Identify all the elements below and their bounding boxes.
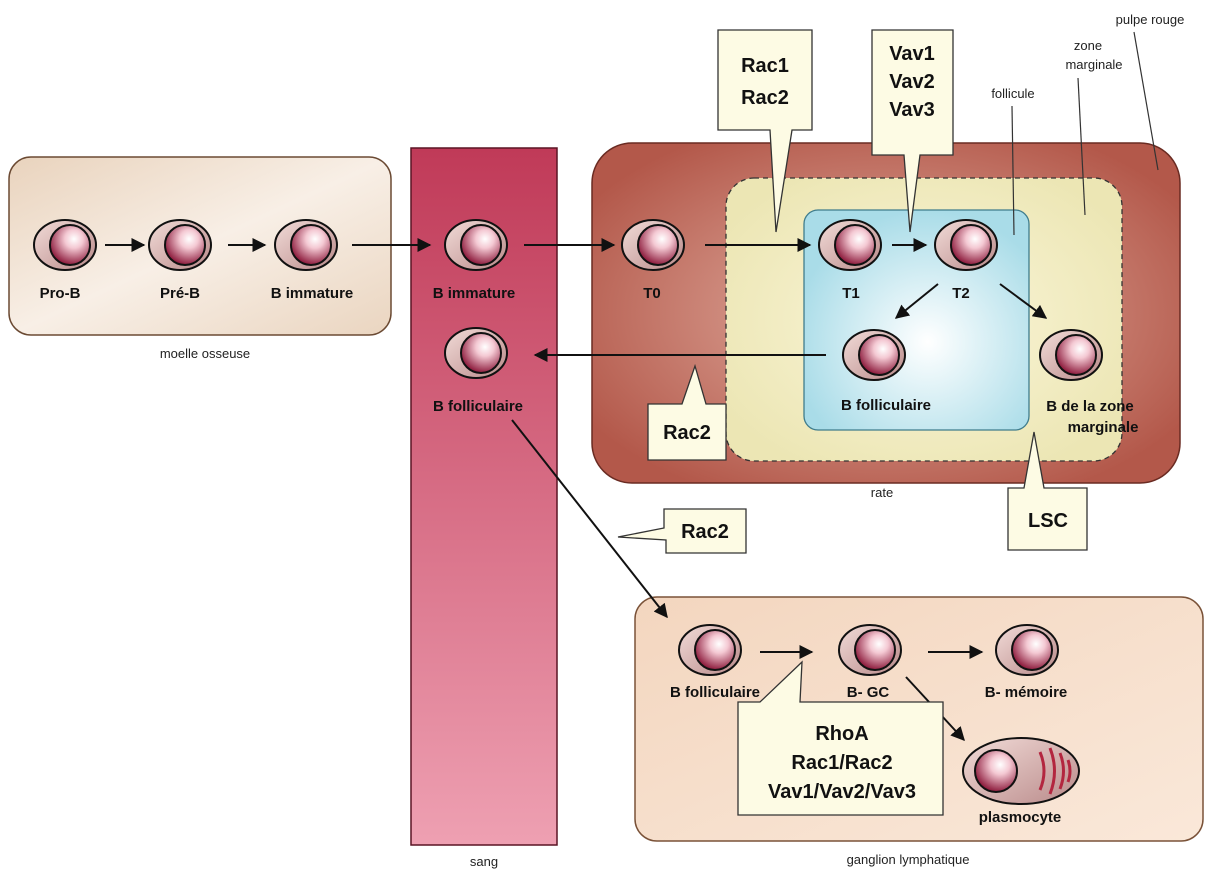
label-plasmocyte: plasmocyte: [979, 809, 1062, 826]
bone-marrow-label: moelle osseuse: [160, 346, 250, 361]
cell-b-immature-marrow: [274, 219, 338, 271]
cell-t1: [818, 219, 882, 271]
spleen-label: rate: [871, 485, 893, 500]
cell-pre-b: [148, 219, 212, 271]
cell-plasmocyte: [962, 737, 1080, 805]
arrows: [105, 238, 1048, 742]
svg-text:Rac2: Rac2: [681, 521, 729, 543]
marginal-zone-label-1: zone: [1074, 38, 1102, 53]
cell-b-marginal: [1039, 329, 1103, 381]
label-b-follicular-blood: B folliculaire: [433, 398, 523, 415]
callout-rac1-rac2: Rac1 Rac2: [717, 29, 813, 233]
cell-b-follicular-node: [678, 624, 742, 676]
label-pre-b: Pré-B: [160, 285, 200, 302]
red-pulp-label: pulpe rouge: [1116, 12, 1185, 27]
label-b-follicular-spleen: B folliculaire: [841, 397, 931, 414]
label-b-immature-blood: B immature: [433, 285, 516, 302]
callout-gc: RhoA Rac1/Rac2 Vav1/Vav2/Vav3: [737, 660, 944, 816]
label-t2: T2: [952, 285, 970, 302]
callout-rac2-spleen: Rac2: [647, 363, 727, 461]
label-b-gc: B- GC: [847, 684, 890, 701]
follicle-label: follicule: [991, 86, 1034, 101]
cell-b-immature-blood: [444, 219, 508, 271]
cell-b-memory: [995, 624, 1059, 676]
label-b-immature-marrow: B immature: [271, 285, 354, 302]
svg-text:Vav2: Vav2: [889, 71, 935, 93]
label-b-marginal-2: marginale: [1068, 419, 1139, 436]
callout-vav: Vav1 Vav2 Vav3: [871, 29, 954, 233]
svg-text:Rac1: Rac1: [741, 55, 789, 77]
svg-text:Vav3: Vav3: [889, 99, 935, 121]
label-b-follicular-node: B folliculaire: [670, 684, 760, 701]
blood-label: sang: [470, 854, 498, 869]
svg-text:Vav1/Vav2/Vav3: Vav1/Vav2/Vav3: [768, 781, 916, 803]
callout-lsc: LSC: [1007, 431, 1088, 551]
lymph-node-label: ganglion lymphatique: [847, 852, 970, 867]
label-b-marginal-1: B de la zone: [1046, 398, 1134, 415]
marginal-zone-label-2: marginale: [1065, 57, 1122, 72]
cell-t0: [621, 219, 685, 271]
cell-pro-b: [33, 219, 97, 271]
cell-b-follicular-spleen: [842, 329, 906, 381]
svg-text:Rac2: Rac2: [663, 422, 711, 444]
svg-text:LSC: LSC: [1028, 510, 1068, 532]
label-t1: T1: [842, 285, 860, 302]
cell-b-follicular-blood: [444, 327, 508, 379]
label-pro-b: Pro-B: [40, 285, 81, 302]
svg-text:Rac2: Rac2: [741, 87, 789, 109]
label-t0: T0: [643, 285, 661, 302]
svg-text:RhoA: RhoA: [815, 723, 868, 745]
cell-b-gc: [838, 624, 902, 676]
svg-text:Rac1/Rac2: Rac1/Rac2: [791, 752, 892, 774]
label-b-memory: B- mémoire: [985, 684, 1068, 701]
callout-rac2-blood: Rac2: [617, 508, 747, 554]
cell-t2: [934, 219, 998, 271]
svg-text:Vav1: Vav1: [889, 43, 935, 65]
